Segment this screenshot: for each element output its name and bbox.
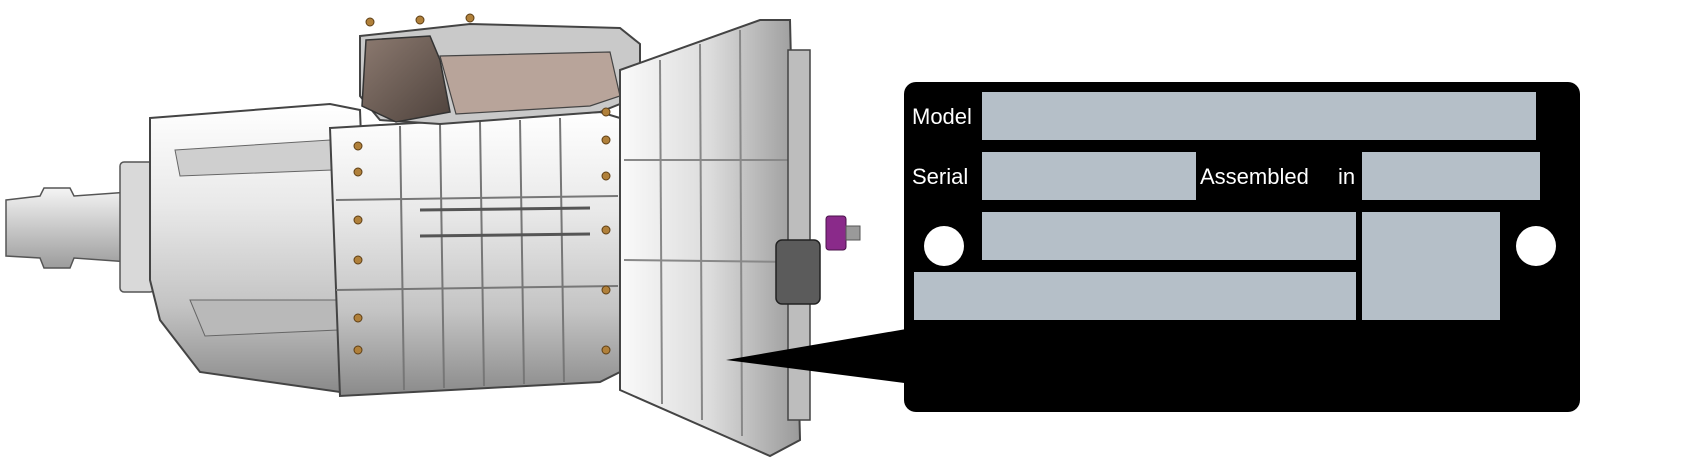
mounting-hole-left (924, 226, 964, 266)
bell-housing-ribs (623, 29, 797, 437)
output-yoke (5, 187, 131, 269)
model-label: Model (912, 104, 972, 129)
main-case (328, 110, 621, 398)
model-field (982, 92, 1536, 140)
input-shaft-gear (825, 215, 847, 251)
serial-field (982, 152, 1196, 200)
blank-field-3 (914, 272, 1356, 320)
case-bolts (353, 13, 611, 355)
blank-field-1 (982, 212, 1356, 260)
clutch-actuator (775, 239, 821, 305)
plate-callout-pointer (726, 328, 912, 384)
mounting-hole-right (1516, 226, 1556, 266)
bell-face (787, 49, 811, 421)
yoke-flange (119, 161, 155, 293)
top-cover-actuator (361, 35, 451, 123)
serial-label: Serial (912, 164, 969, 189)
transmission-illustration (5, 13, 912, 458)
main-case-ribs (335, 117, 619, 391)
assembled-label: Assembled (1200, 164, 1309, 189)
rear-housing-rib-lower (189, 299, 339, 337)
assembled-in-field (1362, 152, 1540, 200)
top-cover-body (439, 51, 621, 115)
bell-housing (619, 19, 802, 458)
shift-rods (419, 206, 591, 238)
blank-field-2 (1362, 212, 1500, 320)
assembled-in-label: in (1338, 164, 1356, 189)
id-plate (904, 82, 1580, 412)
input-shaft (845, 225, 861, 241)
